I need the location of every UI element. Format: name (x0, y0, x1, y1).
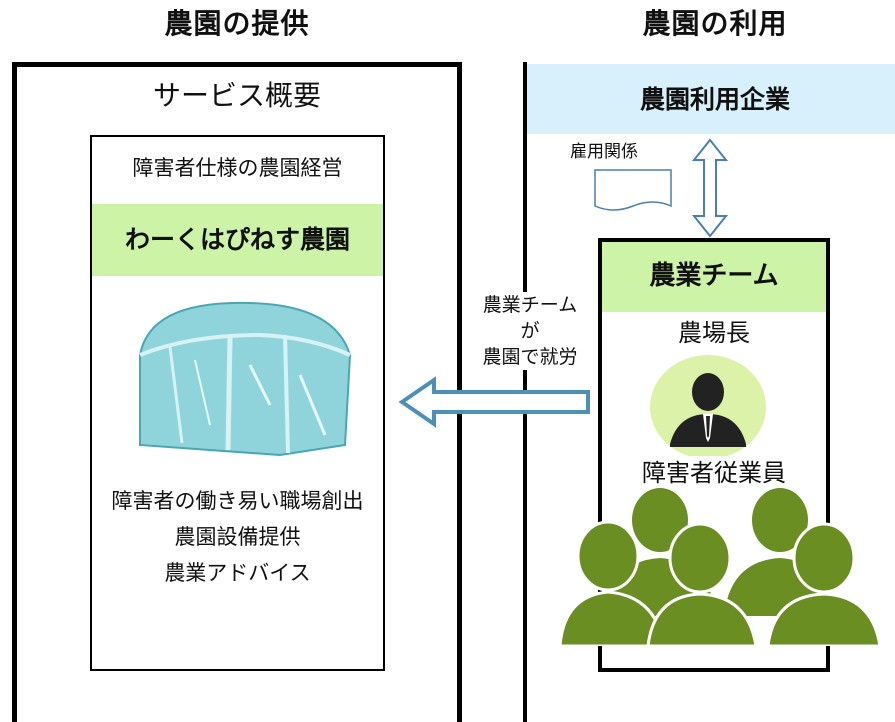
document-icon (594, 169, 672, 211)
right-heading: 農園の利用 (642, 7, 788, 40)
double-arrow-icon (691, 138, 729, 238)
left-arrow-icon (398, 376, 590, 428)
employees-label: 障害者従業員 (602, 456, 826, 490)
service-description: 障害者仕様の農園経営 (132, 156, 343, 180)
arrow-text: 農園で就労 (470, 344, 590, 370)
greenhouse-icon (139, 301, 352, 457)
benefit-item: 農業アドバイス (164, 561, 311, 585)
arrow-text: が (470, 318, 590, 344)
benefit-item: 障害者の働き易い職場創出 (111, 489, 364, 513)
benefit-item: 農園設備提供 (174, 525, 301, 549)
manager-label: 農場長 (678, 319, 750, 347)
farm-name: わーくはぴねす農園 (124, 225, 350, 254)
farm-name-band (92, 204, 383, 276)
relation-label: 雇用関係 (570, 142, 638, 162)
team-band (602, 242, 826, 312)
team-label: 農業チーム (649, 261, 779, 291)
company-label: 農園利用企業 (639, 85, 790, 114)
people-group-icon (560, 488, 882, 646)
left-heading: 農園の提供 (164, 7, 310, 40)
company-band (527, 64, 895, 134)
manager-icon (650, 355, 766, 459)
team-box-bottom (598, 668, 830, 672)
service-overview-title: サービス概要 (152, 79, 321, 112)
arrow-text: 農業チーム (470, 292, 590, 318)
